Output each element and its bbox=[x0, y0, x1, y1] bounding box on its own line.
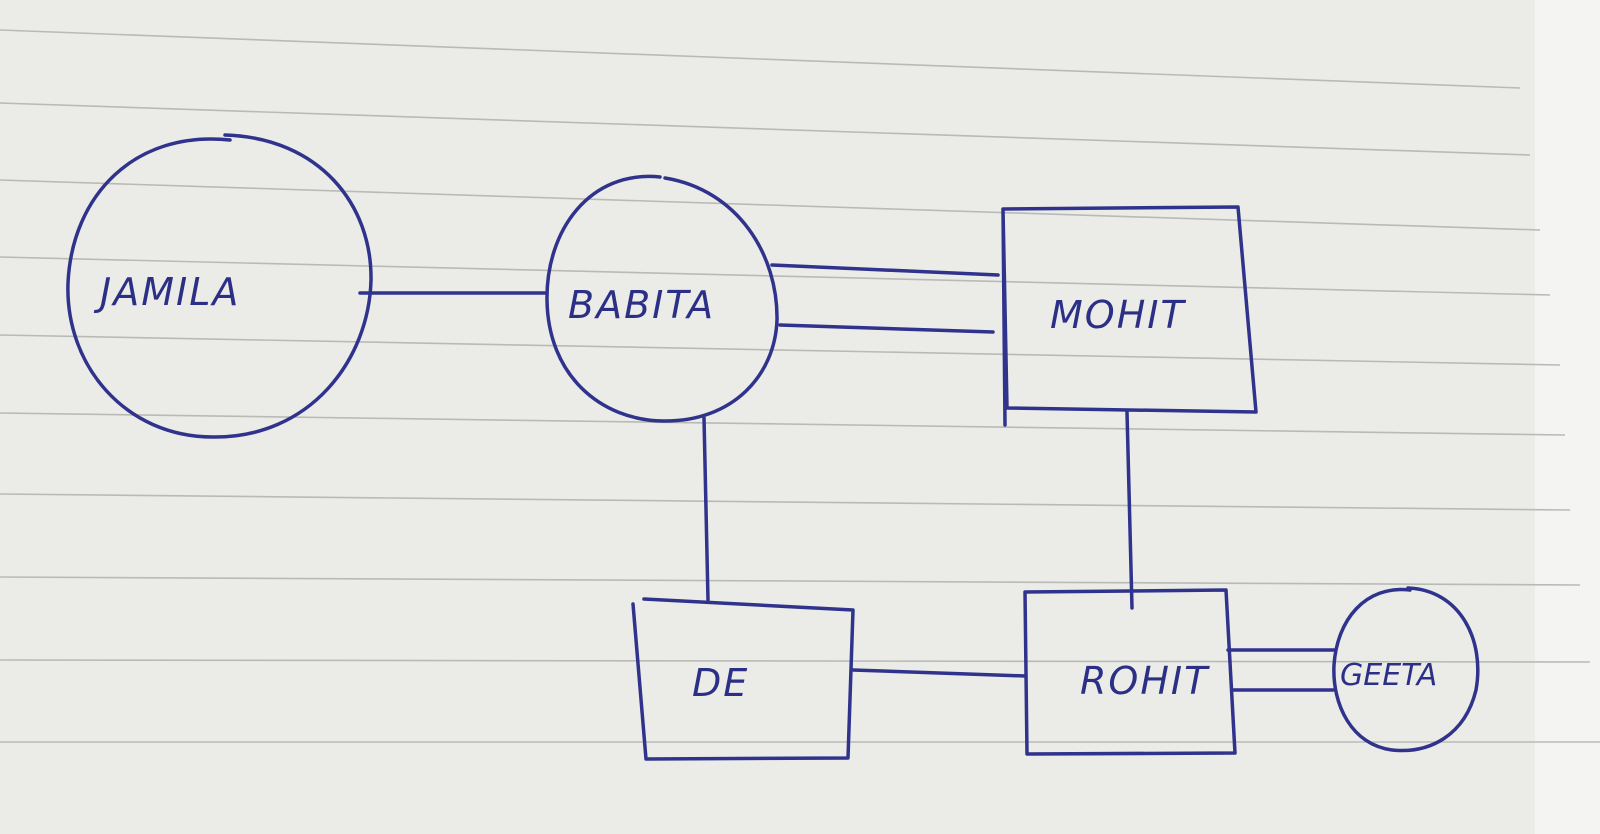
node-mohit-shape bbox=[1001, 205, 1258, 427]
node-rohit-label: ROHIT bbox=[1080, 659, 1210, 703]
node-babita-shape bbox=[545, 174, 779, 423]
node-geeta: GEETA bbox=[1332, 586, 1480, 753]
edges bbox=[358, 263, 1336, 692]
node-rohit-shape bbox=[1023, 588, 1237, 756]
edge-de-rohit bbox=[851, 668, 1027, 678]
edge-babita-mohit-bottom bbox=[778, 323, 995, 334]
edge-babita-mohit-top bbox=[770, 263, 1000, 277]
node-de-label: DE bbox=[692, 661, 749, 705]
node-jamila-label: JAMILA bbox=[93, 270, 240, 314]
node-de: DE bbox=[631, 597, 855, 761]
edge-babita-de bbox=[702, 416, 710, 602]
node-babita: BABITA bbox=[545, 174, 779, 423]
node-mohit: MOHIT bbox=[1001, 205, 1258, 427]
node-de-shape bbox=[631, 597, 855, 761]
node-babita-label: BABITA bbox=[568, 283, 715, 327]
node-rohit: ROHIT bbox=[1023, 588, 1237, 756]
node-geeta-label: GEETA bbox=[1340, 658, 1437, 693]
node-mohit-label: MOHIT bbox=[1050, 293, 1186, 337]
node-geeta-shape bbox=[1332, 586, 1480, 753]
edge-mohit-rohit bbox=[1125, 410, 1134, 610]
node-jamila: JAMILA bbox=[66, 133, 373, 439]
node-jamila-shape bbox=[66, 133, 373, 439]
